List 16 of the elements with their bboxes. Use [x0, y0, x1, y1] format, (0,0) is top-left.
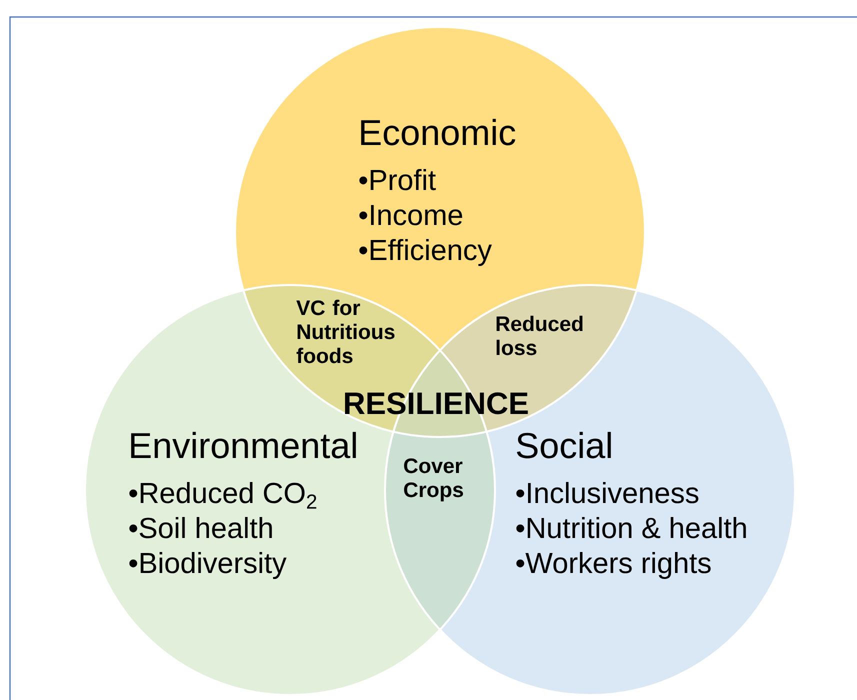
bullet-item: •Inclusiveness [516, 482, 698, 504]
bullet-item: •Income [359, 205, 462, 226]
bullet-item: •Workers rights [516, 552, 711, 580]
heading: Environmental [131, 432, 356, 458]
bullet-item: •Profit [359, 168, 436, 190]
bullet-item: •Nutrition & health [516, 516, 746, 538]
heading: Social [516, 432, 611, 458]
bullet-item: •Biodiversity [129, 552, 287, 580]
region-label: Reduced loss [496, 316, 582, 356]
bullet-item: •Efficiency [359, 238, 492, 266]
bullet-item: •Soil health [129, 516, 272, 538]
heading: Economic [361, 118, 516, 146]
region-label: VC for Nutritious foods [296, 300, 394, 364]
region-label: Cover Crops [404, 458, 464, 502]
bullet-item: •Reduced CO$_{2}$ [129, 482, 316, 509]
center-label: RESILIENCE [345, 392, 528, 414]
